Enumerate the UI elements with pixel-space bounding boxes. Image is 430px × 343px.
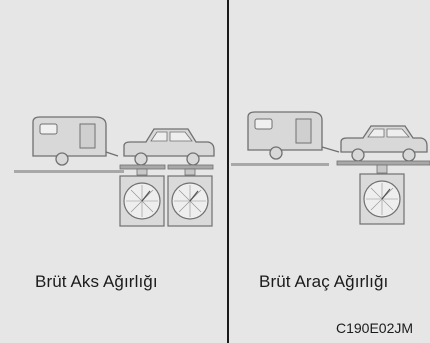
caravan-trailer-icon <box>32 116 119 166</box>
weighing-scale-icon <box>119 168 165 227</box>
car-icon <box>123 128 215 166</box>
axle-weight-panel: Brüt Aks Ağırlığı <box>14 116 215 291</box>
scale-platform <box>336 160 430 166</box>
figure-code: C190E02JM <box>336 320 414 336</box>
vehicle-weight-panel: Brüt Araç Ağırlığı <box>229 0 430 343</box>
weighing-scale-icon <box>167 168 213 227</box>
panel-divider <box>227 0 229 343</box>
axle-weight-caption: Brüt Aks Ağırlığı <box>35 272 158 291</box>
vehicle-weight-illustration <box>231 111 430 225</box>
car-icon <box>340 125 428 162</box>
weighing-scale-icon <box>359 164 405 225</box>
vehicle-weight-caption: Brüt Araç Ağırlığı <box>259 272 389 291</box>
axle-weight-illustration <box>14 116 215 227</box>
scale-platform-front <box>119 164 166 170</box>
scale-platform-rear <box>167 164 214 170</box>
caravan-trailer-icon <box>247 111 340 160</box>
ground-line <box>231 163 329 166</box>
ground-line <box>14 170 124 173</box>
